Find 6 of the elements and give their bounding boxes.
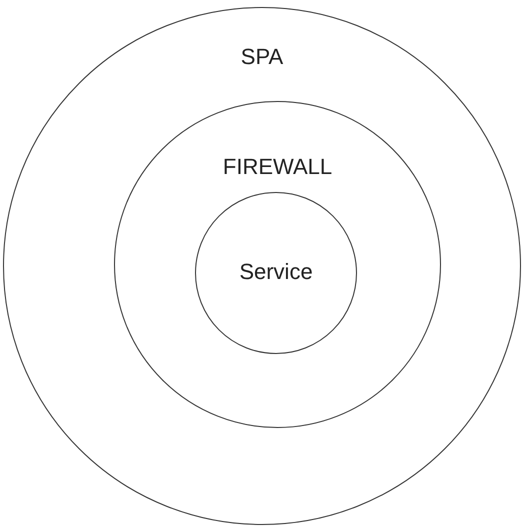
middle-circle (114, 101, 441, 428)
ring-label: SPA (240, 44, 284, 70)
outer-circle (3, 7, 521, 525)
ring-label: FIREWALL (222, 154, 332, 180)
inner-circle (195, 192, 357, 354)
ring-label: Service (239, 259, 313, 285)
